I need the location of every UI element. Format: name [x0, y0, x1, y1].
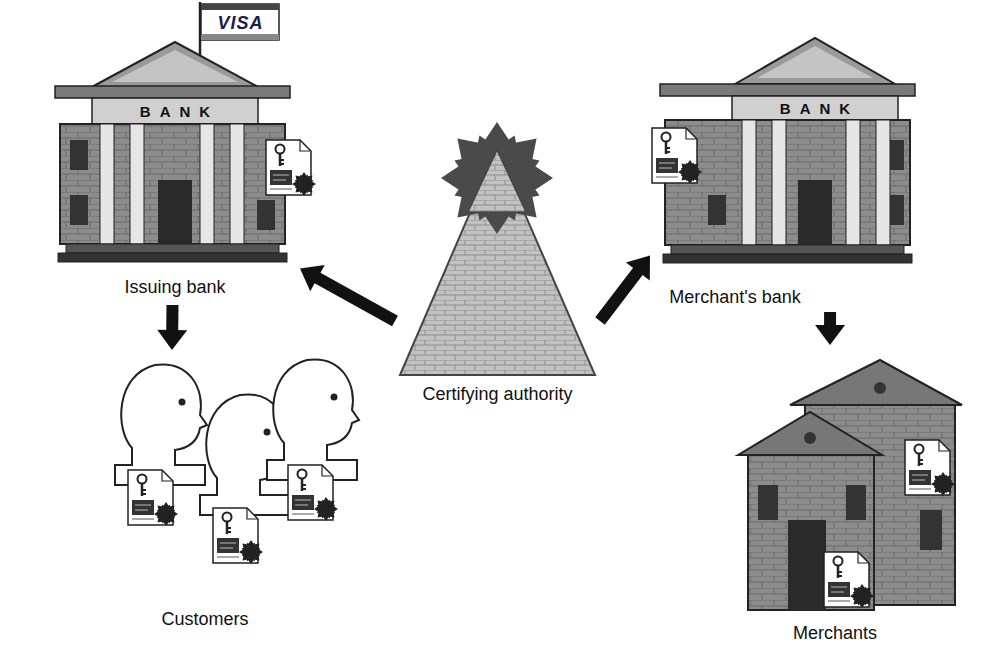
merchant-bank-building-part [665, 120, 910, 245]
issuing-bank-building-part [70, 140, 88, 170]
issuing-bank-building-part [60, 124, 285, 244]
customer-heads-part [115, 364, 207, 485]
frieze-text: BANK [140, 103, 219, 121]
arrow-shaft [317, 278, 395, 321]
customer-heads-part [288, 465, 339, 522]
issuing-bank-building-part [257, 200, 275, 230]
issuing-bank-building-part [55, 86, 290, 98]
merchant-houses-part [788, 520, 826, 610]
block-arrow [815, 312, 845, 345]
node-label: Merchant's bank [669, 286, 801, 308]
merchant-bank-building-part [890, 195, 904, 225]
arrow-head [815, 325, 845, 345]
merchant-bank-building-part [876, 120, 890, 245]
arrow-shaft [166, 305, 178, 331]
merchant-houses-part [738, 412, 882, 455]
merchant-bank-building-part [890, 140, 904, 170]
customer-heads-part [115, 364, 207, 485]
merchant-bank-building-part [742, 120, 756, 245]
merchant-houses [738, 360, 962, 610]
customer-group: Customers [110, 350, 355, 640]
pyramid-seal-part [437, 118, 557, 238]
merchant-houses-part [905, 440, 956, 497]
node-label: Issuing bank [124, 276, 225, 298]
arrow-head [157, 330, 187, 350]
merchant-houses-part [804, 432, 816, 444]
merchant-bank-building-part [660, 84, 915, 96]
arrow-shaft [600, 271, 638, 321]
merchant-houses-part [846, 485, 866, 520]
merchant-bank-building-part [652, 128, 703, 185]
merchant-houses-part [874, 382, 886, 394]
issuing-bank-building-part [90, 42, 260, 88]
issuing-bank-building-part [266, 140, 317, 197]
pyramid-seal-part [468, 150, 526, 212]
arrow-head [626, 256, 650, 281]
customer-heads-part [179, 399, 186, 406]
node-label: Customers [161, 608, 248, 630]
block-arrow [300, 265, 395, 321]
customer-heads-part [267, 359, 359, 480]
block-arrow [157, 305, 187, 350]
merchant-bank-building-part [846, 120, 860, 245]
block-arrow [600, 256, 650, 321]
issuing-bank-building-part [158, 180, 192, 244]
merchant-bank-building-part [663, 254, 912, 263]
customer-heads-part [128, 470, 179, 527]
customer-heads-part [213, 508, 264, 565]
issuing-bank-building-part [66, 244, 279, 253]
merchant-bank-building-part [671, 245, 904, 254]
node-label: Certifying authority [422, 383, 572, 405]
issuing-bank-building-part [230, 124, 244, 244]
merchant-group: Merchants [730, 345, 965, 648]
merchant-houses-part [790, 360, 962, 405]
customer-heads-part [264, 429, 271, 436]
customer-heads-part [267, 359, 359, 480]
bank-building: VISA BANK Issuing bank [50, 0, 300, 305]
merchant-houses-part [824, 552, 875, 609]
bank-building: BANK Merchant's bank [650, 30, 920, 312]
merchant-bank-building-part [798, 180, 832, 245]
arrow-shaft [824, 312, 836, 326]
issuing-bank-building-part [58, 253, 287, 262]
flag-text: VISA [217, 12, 263, 34]
frieze-text: BANK [780, 100, 859, 118]
issuing-bank-building-part [130, 124, 144, 244]
merchant-bank-building [652, 38, 915, 263]
issuing-bank-building-part [92, 98, 258, 124]
node-label: Merchants [793, 622, 877, 644]
merchant-bank-building-part [757, 46, 873, 78]
customer-heads [115, 359, 359, 565]
issuing-bank-building-part [200, 124, 214, 244]
merchant-bank-building-part [708, 195, 726, 225]
merchant-bank-building-part [732, 96, 898, 120]
issuing-bank-building-part [70, 195, 88, 225]
issuing-bank-building-part [201, 34, 279, 40]
pyramid-seal-part [441, 122, 553, 234]
merchant-bank-building-part [735, 38, 895, 84]
arrow-head [300, 265, 325, 291]
issuing-bank-building-part [201, 4, 279, 40]
merchant-houses-part [920, 510, 942, 550]
merchant-bank-building-part [772, 120, 786, 245]
customer-heads-part [331, 394, 338, 401]
issuing-bank-building-part [100, 124, 114, 244]
pyramid-seal: Certifying authority [395, 125, 600, 405]
merchant-houses-part [758, 485, 778, 520]
pyramid-seal-part [400, 150, 595, 375]
issuing-bank-building-part [201, 4, 279, 10]
issuing-bank-building-part [112, 50, 238, 82]
pyramid-seal [400, 118, 595, 375]
issuing-bank-building [55, 2, 317, 262]
